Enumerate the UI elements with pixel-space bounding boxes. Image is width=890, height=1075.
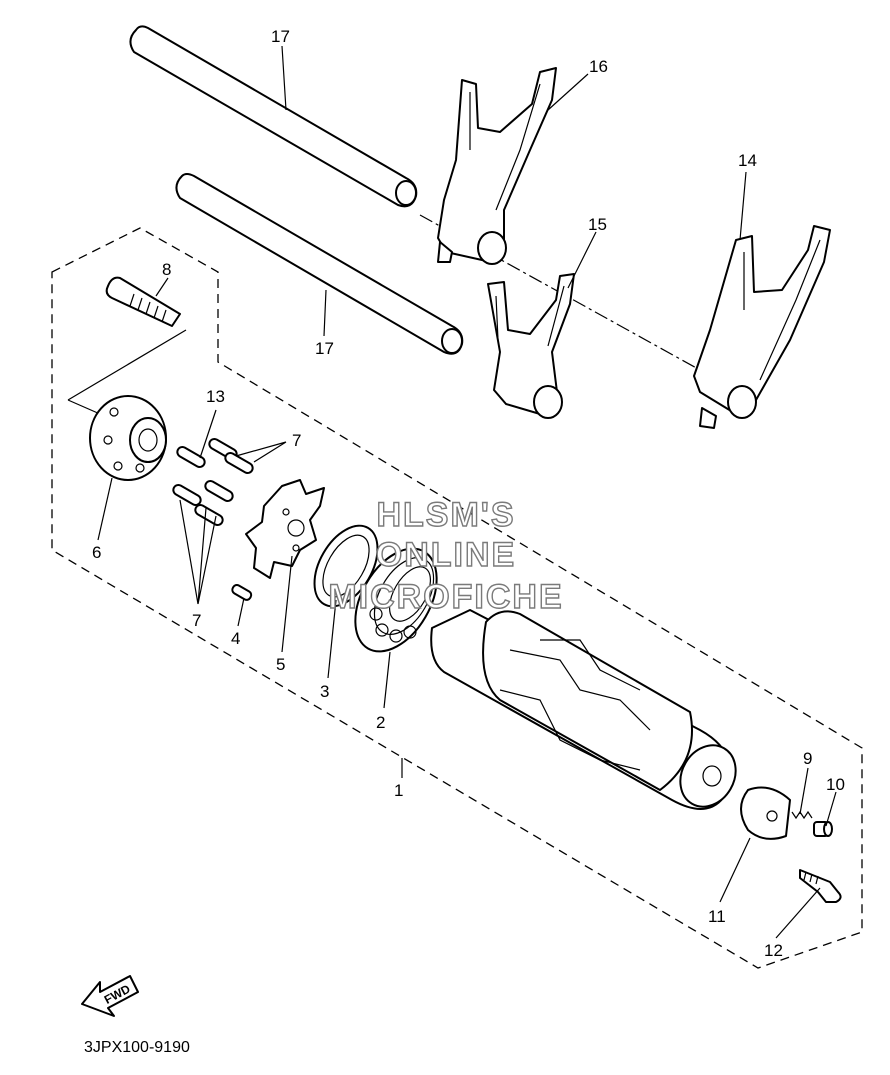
callout-7-lower: 7 [192, 611, 201, 630]
fwd-arrow-icon: FWD [81, 975, 139, 1017]
callout-1: 1 [394, 781, 403, 800]
watermark-line-1: HLSM'S [376, 496, 515, 534]
shift-drum-segment-6 [89, 395, 167, 481]
bearing-2 [354, 547, 438, 653]
ring-3 [313, 524, 379, 608]
screw-8 [105, 276, 181, 327]
callout-6: 6 [92, 543, 101, 562]
callouts: 17 16 14 15 8 17 13 7 6 7 4 5 3 2 1 9 10… [92, 27, 845, 960]
callout-17-lower: 17 [315, 339, 334, 358]
callout-9: 9 [803, 749, 812, 768]
shift-fork-16 [437, 67, 557, 265]
drawing-code: 3JPX100-9190 [84, 1039, 190, 1056]
callout-2: 2 [376, 713, 385, 732]
watermark: HLSM'S ONLINE MICROFICHE [328, 495, 563, 616]
leader-lines [97, 45, 837, 939]
assembly-boundary [51, 227, 863, 969]
segment-plate-5 [245, 479, 325, 579]
spring-9 [791, 810, 813, 820]
callout-15: 15 [588, 215, 607, 234]
shift-fork-15 [487, 273, 575, 419]
plug-10 [813, 821, 833, 837]
shift-drum-1 [430, 609, 737, 810]
screw-12 [799, 869, 842, 903]
callout-7-upper: 7 [292, 431, 301, 450]
callout-16: 16 [589, 57, 608, 76]
callout-4: 4 [231, 629, 240, 648]
shift-fork-14 [693, 225, 831, 429]
fork-shaft-lower [175, 173, 464, 355]
callout-11: 11 [708, 907, 726, 926]
callout-5: 5 [276, 655, 285, 674]
callout-10: 10 [826, 775, 845, 794]
watermark-line-2: ONLINE [376, 536, 516, 574]
callout-3: 3 [320, 682, 329, 701]
callout-8: 8 [162, 260, 171, 279]
callout-13: 13 [206, 387, 225, 406]
callout-17-upper: 17 [271, 27, 290, 46]
watermark-line-3: MICROFICHE [328, 578, 563, 616]
callout-14: 14 [738, 151, 757, 170]
dowel-pin-4 [231, 583, 253, 601]
stopper-11 [740, 786, 791, 840]
callout-12: 12 [764, 941, 783, 960]
dowel-pins [172, 438, 254, 526]
fork-shaft-upper [129, 25, 418, 208]
